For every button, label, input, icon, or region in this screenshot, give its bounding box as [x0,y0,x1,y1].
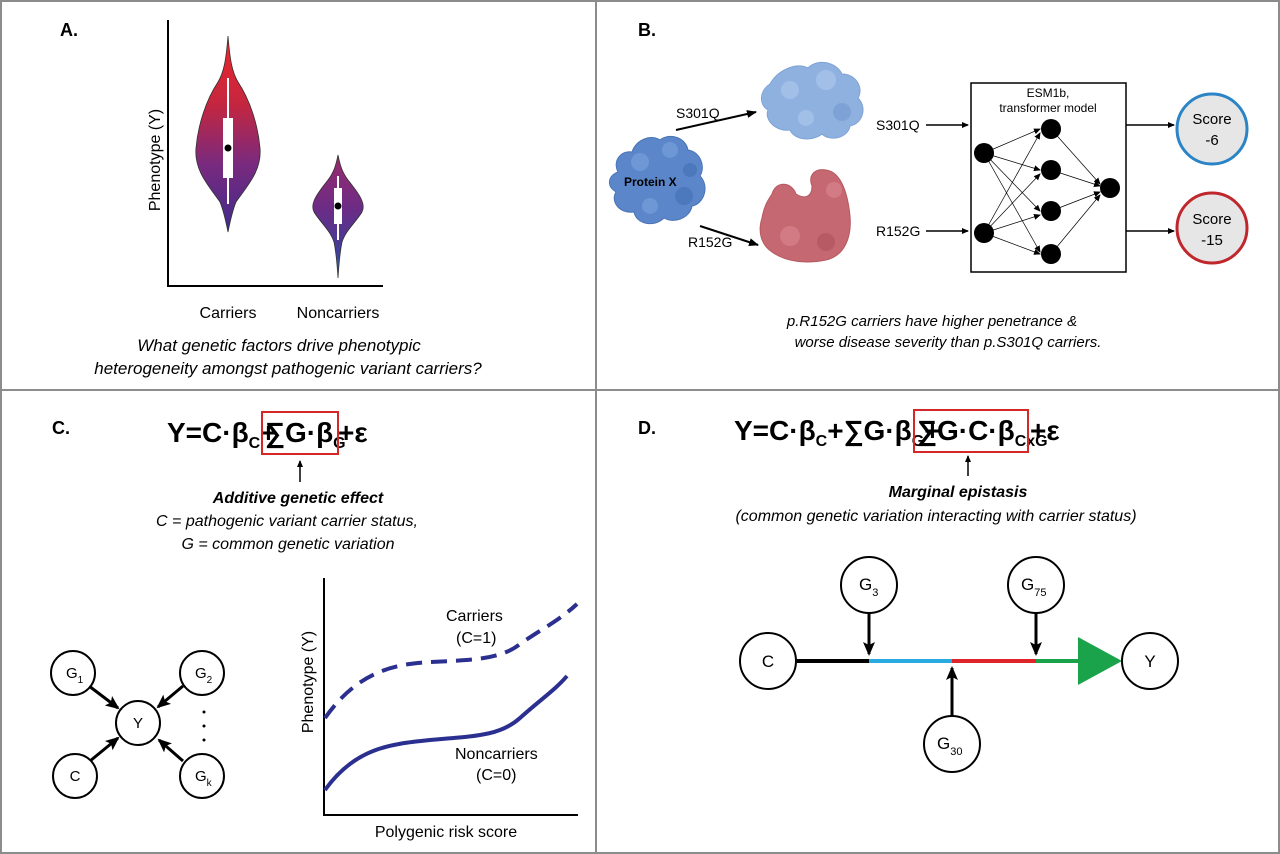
model-input-r152g: R152G [876,223,920,239]
panel-d: D. Y=C·βC+∑G·βG+ ∑G·C·βCxG +ε Marginal e… [638,409,1179,773]
panel-c-label: C. [52,418,70,438]
svg-text:G1: G1 [66,665,84,686]
equation-d: Y=C·βC+∑G·βG+ ∑G·C·βCxG +ε [734,409,1060,476]
svg-text:C: C [70,768,81,785]
carriers-curve [323,602,579,720]
b-caption-line2: worse disease severity than p.S301Q carr… [795,334,1102,351]
protein-r152g-icon [759,169,851,263]
category-noncarriers: Noncarriers [297,305,380,322]
eq-c-y: Y=C·β [167,417,249,448]
network-nodes [974,119,1120,264]
score2-label: Score [1192,211,1231,228]
score-circle-red [1175,191,1249,265]
edge-c-y [89,736,120,763]
score2-value: -15 [1201,232,1223,249]
panel-d-label: D. [638,418,656,438]
c-annotation-line1: C = pathogenic variant carrier status, [156,513,418,530]
carriers-median [224,144,232,152]
ellipsis-dots [202,710,206,742]
arrow-to-r152g [699,225,759,246]
question-line1: What genetic factors drive phenotypic [137,336,421,355]
protein-x-icon [609,135,706,225]
c-annotation-line2: G = common genetic variation [182,536,395,553]
d-annotation-title: Marginal epistasis [889,484,1028,501]
eq-d-end: +ε [1030,415,1060,446]
d-annotation-line1: (common genetic variation interacting wi… [735,508,1136,525]
protein-s301q-icon [761,61,864,140]
noncarriers-curve [323,674,569,792]
arrow-to-s301q [675,110,757,131]
svg-text:∑G·βG: ∑G·βG [265,417,346,452]
svg-text:Y: Y [133,715,143,732]
node-y [115,700,161,746]
model-input-s301q: S301Q [876,117,920,133]
panel-b: B. Protein X S301Q [609,20,1249,351]
carriers-curve-label-2: (C=1) [456,630,496,647]
model-title-line1: ESM1b, [1027,86,1070,100]
prs-axes [323,578,578,816]
eq-c-end: +ε [338,417,368,448]
category-carriers: Carriers [200,305,257,322]
eq-c-sum: ∑G·β [265,417,333,449]
node-gk [179,753,225,799]
c-prs-plot: Phenotype (Y) Polygenic risk score Carri… [300,578,579,841]
variant-r152g-label: R152G [688,234,732,250]
svg-text:G30: G30 [937,734,962,758]
node-g1 [50,650,96,696]
score1-value: -6 [1205,132,1218,149]
edge-g2-y [156,684,184,709]
y-axis-label: Phenotype (Y) [147,109,164,211]
prs-y-label: Phenotype (Y) [300,631,317,733]
d-path: C Y G3 G75 G30 [739,556,1179,773]
node-g75 [1007,556,1065,614]
b-caption-line1: p.R152G carriers have higher penetrance … [786,313,1077,330]
eq-c-plus1: + [260,417,276,448]
noncarriers-median [334,202,342,210]
node-c [52,753,98,799]
svg-text:G2: G2 [195,665,213,686]
svg-text:Y=C·βC+∑G·βG+: Y=C·βC+∑G·βG+ [734,415,941,450]
eq-c-highlight-box [261,411,339,455]
prs-x-label: Polygenic risk score [375,824,517,841]
eq-c-sub-g: G [333,435,345,452]
eq-c-sub-c: C [249,435,261,452]
svg-text:G3: G3 [859,575,878,599]
score1-label: Score [1192,111,1231,128]
svg-text:C: C [762,652,774,671]
svg-text:∑G·C·βCxG: ∑G·C·βCxG [917,415,1048,450]
variant-s301q-label: S301Q [676,105,720,121]
c-dag: G1 G2 Y C Gk [50,650,225,799]
panel-a: A. Phenotype (Y) Carriers Noncarriers Wh… [60,20,482,378]
panel-a-label: A. [60,20,78,40]
svg-text:Y=C·βC+: Y=C·βC+ [167,417,277,452]
carriers-curve-label-1: Carriers [446,608,503,625]
protein-x-label: Protein X [624,175,677,189]
node-g30 [923,715,981,773]
panel-c: C. Y=C·βC+ ∑G·βG +ε Additive genetic eff… [50,411,579,841]
noncarriers-curve-label-2: (C=0) [476,767,516,784]
node-g3 [840,556,898,614]
node-d-y [1121,632,1179,690]
model-title-line2: transformer model [999,101,1096,115]
svg-text:Gk: Gk [195,768,213,789]
node-g2 [179,650,225,696]
svg-text:G75: G75 [1021,575,1046,599]
eq-d-highlight-box [913,409,1029,453]
eq-d-box: ∑G·C·β [917,415,1015,447]
score-circle-blue [1175,92,1249,166]
edge-g1-y [88,684,120,710]
axes [167,20,383,287]
panel-b-label: B. [638,20,656,40]
edge-gk-y [157,738,184,763]
node-d-c [739,632,797,690]
eq-d-y: Y=C·β [734,415,816,446]
equation-c: Y=C·βC+ ∑G·βG +ε [167,411,368,482]
green-arrowhead [1078,637,1122,685]
question-line2: heterogeneity amongst pathogenic variant… [94,359,482,378]
c-annotation-title: Additive genetic effect [212,490,384,507]
svg-text:Y: Y [1144,652,1155,671]
noncarriers-curve-label-1: Noncarriers [455,746,538,763]
